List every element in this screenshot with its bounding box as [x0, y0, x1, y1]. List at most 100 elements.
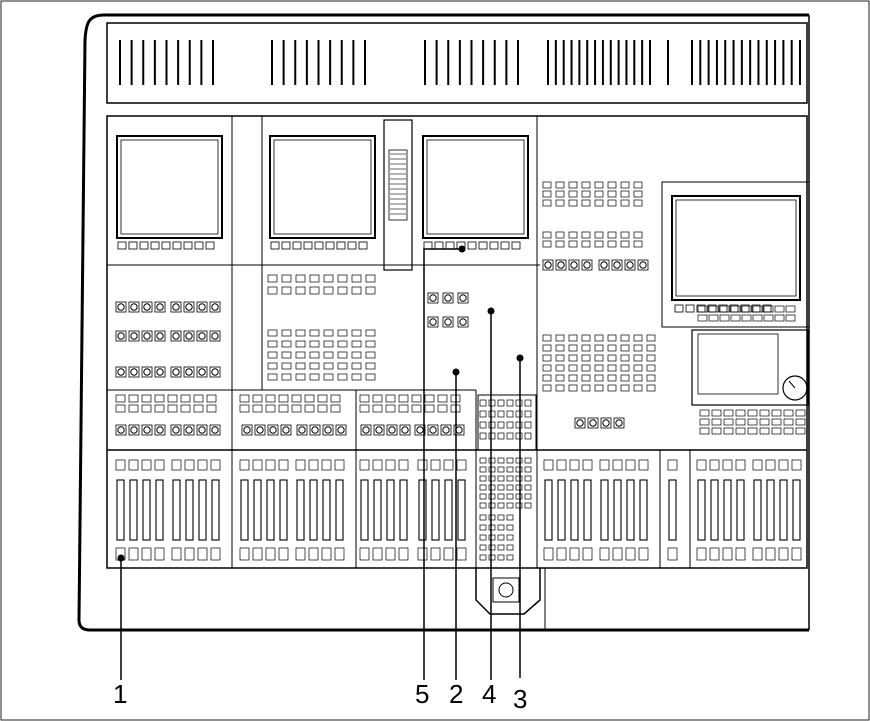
channel-button — [359, 404, 370, 413]
knob-cell — [624, 259, 636, 271]
strip-button — [309, 362, 320, 370]
panel-button — [542, 231, 552, 239]
panel-button — [555, 354, 565, 362]
panel-button — [568, 190, 578, 198]
center-button — [524, 466, 532, 473]
strip-button — [295, 373, 306, 381]
center-button — [479, 466, 487, 473]
monitor-button — [281, 241, 291, 250]
monitor-button — [445, 241, 455, 250]
channel-button — [206, 394, 217, 403]
fader-button — [115, 459, 126, 471]
monitor-button — [434, 241, 444, 250]
center-button — [524, 421, 532, 429]
panel-button — [741, 314, 752, 322]
panel-button — [568, 231, 578, 239]
monitor-button — [336, 241, 346, 250]
center-button — [524, 457, 532, 464]
strip-button — [281, 274, 292, 283]
strip-button — [365, 274, 376, 283]
monitor-button — [358, 241, 368, 250]
fader — [444, 479, 453, 541]
center-button — [497, 466, 505, 473]
center-button — [506, 421, 514, 429]
center-button — [506, 466, 514, 473]
panel-button — [581, 231, 591, 239]
fader-button — [696, 547, 707, 561]
strip-button — [323, 286, 334, 295]
center-button — [515, 432, 523, 440]
fader-button — [569, 459, 580, 471]
knob-cell — [280, 424, 292, 436]
center-button — [524, 484, 532, 491]
channel-button — [291, 394, 302, 403]
fader-button — [398, 547, 409, 561]
channel-button — [239, 404, 250, 413]
panel-button — [581, 384, 591, 392]
strip-button — [309, 329, 320, 337]
knob — [211, 303, 219, 311]
strip-button — [309, 340, 320, 348]
monitor-button — [292, 241, 302, 250]
knob-cell — [457, 292, 469, 304]
panel-button — [568, 384, 578, 392]
fader — [418, 479, 427, 541]
fader-button — [385, 547, 396, 561]
knob-cell — [414, 424, 426, 436]
strip-button — [337, 351, 348, 359]
center-button — [497, 514, 505, 521]
center-button — [479, 421, 487, 429]
fader-button — [456, 547, 467, 561]
center-button — [488, 534, 496, 541]
channel-button — [167, 394, 178, 403]
knob — [455, 426, 463, 434]
fader-button — [791, 459, 802, 471]
knob — [156, 426, 164, 434]
knob — [459, 294, 467, 302]
channel-button — [252, 404, 263, 413]
fader-button — [612, 547, 623, 561]
center-button — [497, 554, 505, 561]
fader — [198, 479, 207, 541]
strip-button — [267, 274, 278, 283]
fader — [723, 479, 732, 541]
fader — [266, 479, 275, 541]
strip-button — [365, 340, 376, 348]
center-button — [488, 502, 496, 509]
fader — [736, 479, 745, 541]
fader — [431, 479, 440, 541]
channel-button — [424, 394, 435, 403]
fader-button — [599, 547, 610, 561]
panel-button — [555, 240, 565, 248]
panel-button — [646, 354, 656, 362]
strip-button — [351, 286, 362, 295]
knob — [388, 426, 396, 434]
panel-button — [747, 418, 758, 426]
fader — [710, 479, 719, 541]
knob-cell — [115, 366, 127, 378]
strip-button — [365, 329, 376, 337]
strip-button — [337, 373, 348, 381]
strip-button — [337, 274, 348, 283]
console-body-outline — [77, 13, 809, 632]
callout-leaders — [120, 248, 521, 680]
knob-cell — [581, 259, 593, 271]
channel-button — [154, 394, 165, 403]
knob-cell — [170, 366, 182, 378]
knob-cell — [427, 292, 439, 304]
fader — [792, 479, 801, 541]
center-button — [524, 493, 532, 500]
fader-button — [456, 459, 467, 471]
knob-cell — [115, 330, 127, 342]
fader-button — [443, 547, 454, 561]
center-button — [488, 554, 496, 561]
panel-button — [783, 409, 794, 417]
fader-button — [197, 547, 208, 561]
center-button — [497, 524, 505, 531]
channel-button — [330, 394, 341, 403]
panel-button — [555, 374, 565, 382]
monitor-button — [139, 241, 149, 250]
panel-button — [741, 305, 752, 313]
knob — [589, 419, 597, 427]
knob-cell — [322, 424, 334, 436]
